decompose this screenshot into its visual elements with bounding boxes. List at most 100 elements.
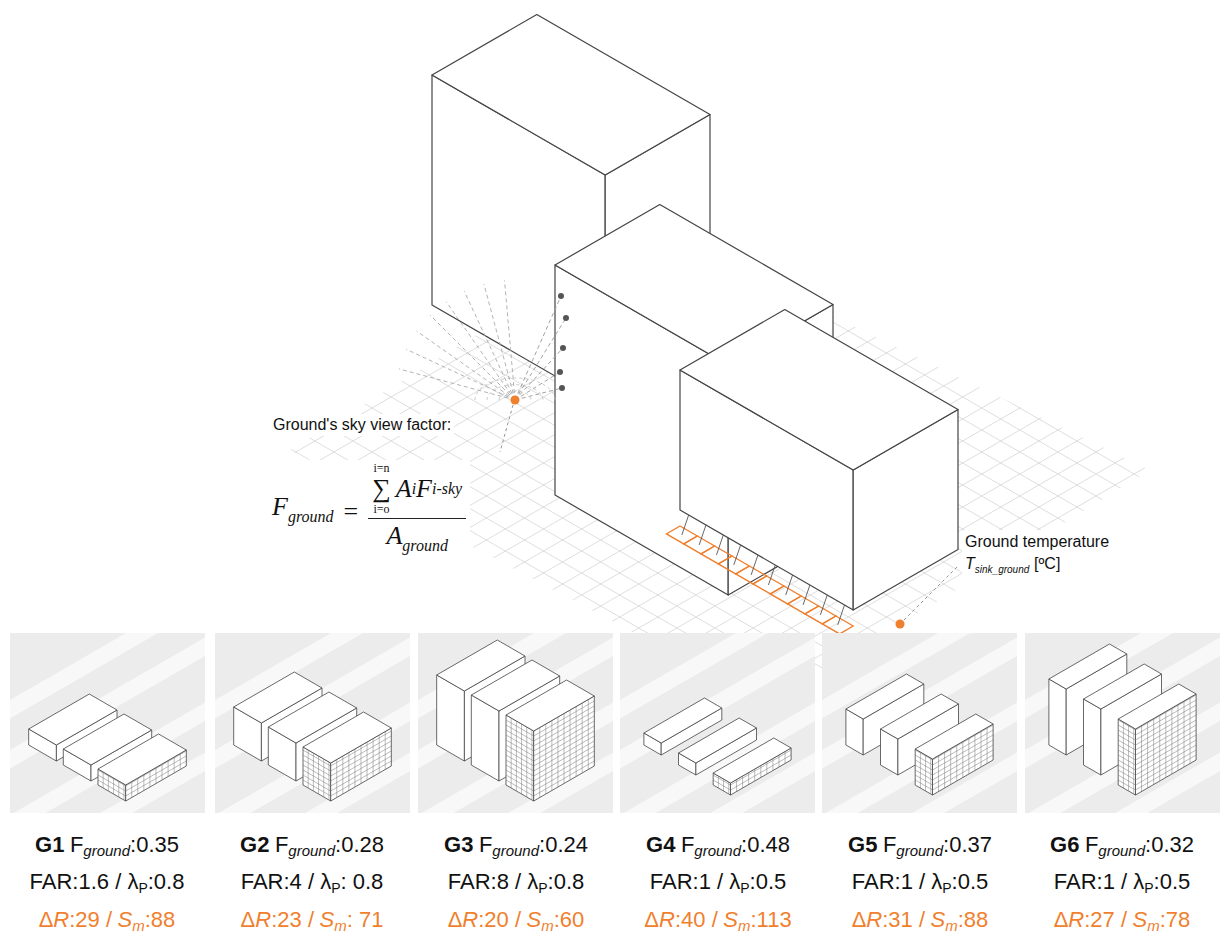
formula-operator: = xyxy=(344,497,359,527)
density-subscript: P xyxy=(942,880,951,896)
window-grid xyxy=(1141,726,1142,792)
thumbnail xyxy=(10,633,205,813)
window-grid xyxy=(570,710,571,780)
result-symbol: S xyxy=(723,907,738,932)
density-text: FAR:4 / λ xyxy=(241,869,331,894)
window-grid xyxy=(915,765,932,775)
ground-cell xyxy=(718,556,749,574)
window-grid xyxy=(766,762,767,774)
window-grid xyxy=(354,749,355,787)
window-grid xyxy=(506,755,534,771)
caption-line: G5Fground:0.37 xyxy=(820,829,1020,866)
window-grid xyxy=(1118,760,1135,770)
ray xyxy=(417,331,515,400)
metric-subscript: ground xyxy=(896,842,943,859)
window-grid xyxy=(1165,712,1166,778)
result-symbol: Δ xyxy=(852,907,867,932)
result-symbol: S xyxy=(320,907,335,932)
result-symbol: R xyxy=(1068,907,1084,932)
caption-line: FAR:1 / λP:0.5 xyxy=(1022,866,1222,904)
window-grid xyxy=(506,760,534,776)
leader-line xyxy=(500,405,513,452)
window-grid xyxy=(1118,730,1135,740)
window-grid xyxy=(730,755,791,790)
label-subscript: sink_ground xyxy=(975,564,1029,575)
thumbnail-building xyxy=(506,680,594,731)
window-grid xyxy=(379,735,380,773)
window-grid xyxy=(526,727,527,797)
metric-value: :0.35 xyxy=(130,832,179,857)
window-grid xyxy=(576,707,577,777)
window-grid xyxy=(506,780,534,796)
formula: Fground=i=n∑i=oAiFi-skyAground xyxy=(268,460,470,563)
window-grid xyxy=(920,752,921,788)
road-band xyxy=(222,671,410,814)
density-value: : 0.8 xyxy=(341,869,384,894)
result-symbol: R xyxy=(255,907,271,932)
sum-limit: i=n xyxy=(373,462,389,475)
window-grid xyxy=(1133,728,1134,794)
window-grid xyxy=(754,769,755,781)
window-grid xyxy=(506,725,534,741)
window-grid xyxy=(303,755,331,771)
window-grid xyxy=(323,759,324,797)
ground-temperature-label: Ground temperatureTsink_ground[ºC] xyxy=(962,530,1112,582)
window-grid xyxy=(336,760,337,798)
sum-sign: ∑ xyxy=(372,475,391,503)
ray xyxy=(446,302,515,400)
case-id: G4 xyxy=(646,832,675,857)
window-grid xyxy=(938,756,939,792)
sample-dot xyxy=(558,293,564,299)
result-value: :40 / xyxy=(675,907,718,932)
case-caption: G1Fground:0.35FAR:1.6 / λP:0.8ΔR:29 /Sm:… xyxy=(7,829,207,941)
formula-lhs: Fground xyxy=(272,492,334,532)
density-value: :0.8 xyxy=(548,869,585,894)
window-grid xyxy=(313,753,314,791)
window-grid xyxy=(956,745,957,781)
window-grid xyxy=(1190,698,1191,764)
sample-dot xyxy=(559,385,565,391)
window-grid xyxy=(539,728,540,798)
ray xyxy=(515,296,561,400)
result-subscript: m xyxy=(738,917,751,934)
window-grid xyxy=(1171,708,1172,774)
window-grid xyxy=(930,758,931,794)
caption-line: G3Fground:0.24 xyxy=(416,829,616,866)
projection-tick xyxy=(768,565,775,585)
ray xyxy=(464,291,515,400)
projection-tick xyxy=(699,525,706,545)
result-symbol: Δ xyxy=(448,907,463,932)
window-grid xyxy=(360,746,361,784)
window-grid xyxy=(1118,745,1135,755)
density-value: :0.5 xyxy=(952,869,989,894)
result-symbol: Δ xyxy=(241,907,256,932)
density-value: :0.8 xyxy=(148,869,185,894)
footprint xyxy=(666,515,853,634)
building-block xyxy=(432,15,710,176)
window-grid xyxy=(149,771,150,787)
window-grid xyxy=(303,775,331,791)
thumbnail xyxy=(418,633,613,813)
density-subscript: P xyxy=(138,880,147,896)
window-grid xyxy=(506,775,534,791)
ray xyxy=(515,372,560,400)
density-value: :0.5 xyxy=(750,869,787,894)
result-value: :60 xyxy=(554,907,585,932)
ray xyxy=(515,318,566,400)
case-caption: G3Fground:0.24FAR:8 / λP:0.8ΔR:20 /Sm:60 xyxy=(416,829,616,941)
window-grid xyxy=(303,780,331,796)
formula-symbol: A xyxy=(386,521,402,550)
window-grid xyxy=(137,778,138,794)
window-grid xyxy=(713,780,730,790)
window-grid xyxy=(968,738,969,774)
buildings xyxy=(432,15,958,611)
case-id: G2 xyxy=(240,832,269,857)
thumbnail-building xyxy=(1084,699,1101,775)
density-text: FAR:1 / λ xyxy=(650,869,740,894)
window-grid xyxy=(103,772,104,788)
metric-value: :0.37 xyxy=(943,832,992,857)
grid-line xyxy=(204,65,1157,615)
metric-symbol: F xyxy=(275,832,288,857)
window-grid xyxy=(915,770,932,780)
